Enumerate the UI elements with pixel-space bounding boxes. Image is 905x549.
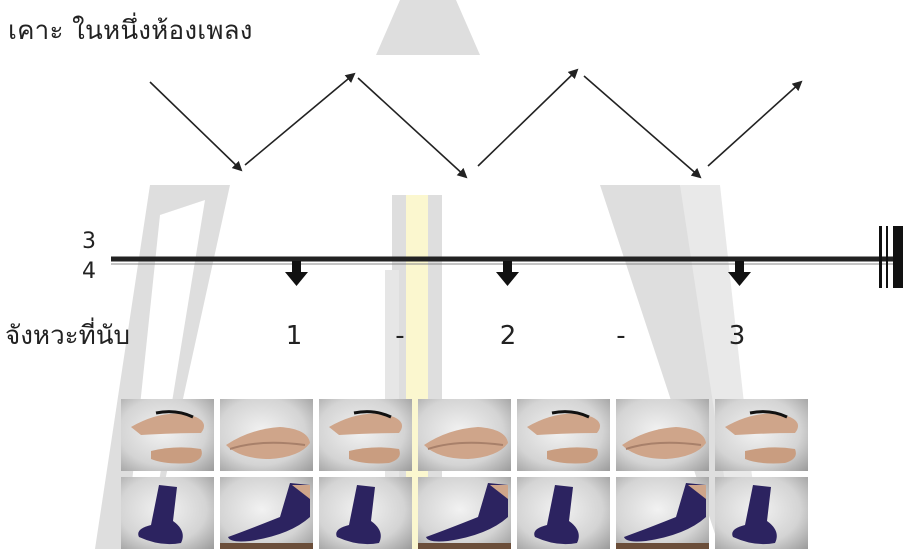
hand-photo-7 [715, 399, 808, 471]
hand-photo-1 [121, 399, 214, 471]
foot-photo-6 [616, 477, 709, 549]
arrow-up-1 [244, 72, 356, 166]
photo-grid [121, 399, 808, 549]
count-dash-1: - [395, 321, 405, 351]
arrow-down-3 [583, 75, 702, 179]
foot-photo-4 [418, 477, 511, 549]
hand-photo-4 [418, 399, 511, 471]
time-signature-top: 3 [82, 229, 96, 254]
arrow-up-2 [477, 68, 579, 167]
count-3: 3 [728, 321, 746, 351]
time-signature-bottom: 4 [82, 259, 96, 284]
beat-marker-3 [728, 261, 751, 286]
foot-photo-5 [517, 477, 610, 549]
foot-photo-1 [121, 477, 214, 549]
page-title: เคาะ ในหนึ่งห้องเพลง [8, 16, 253, 46]
hand-photo-6 [616, 399, 709, 471]
foot-photo-2 [220, 477, 313, 549]
foot-photo-7 [715, 477, 808, 549]
count-dash-2: - [616, 321, 626, 351]
hand-photo-2 [220, 399, 313, 471]
count-1: 1 [285, 321, 303, 351]
foot-photo-3 [319, 477, 412, 549]
arrow-down-1 [149, 81, 243, 172]
count-label: จังหวะที่นับ [5, 321, 131, 351]
arrow-up-3 [707, 80, 803, 167]
end-barline [879, 226, 903, 288]
beat-marker-2 [496, 261, 519, 286]
hand-photo-5 [517, 399, 610, 471]
hand-photo-3 [319, 399, 412, 471]
arrow-down-2 [357, 77, 468, 179]
beat-marker-1 [285, 261, 308, 286]
count-2: 2 [499, 321, 517, 351]
